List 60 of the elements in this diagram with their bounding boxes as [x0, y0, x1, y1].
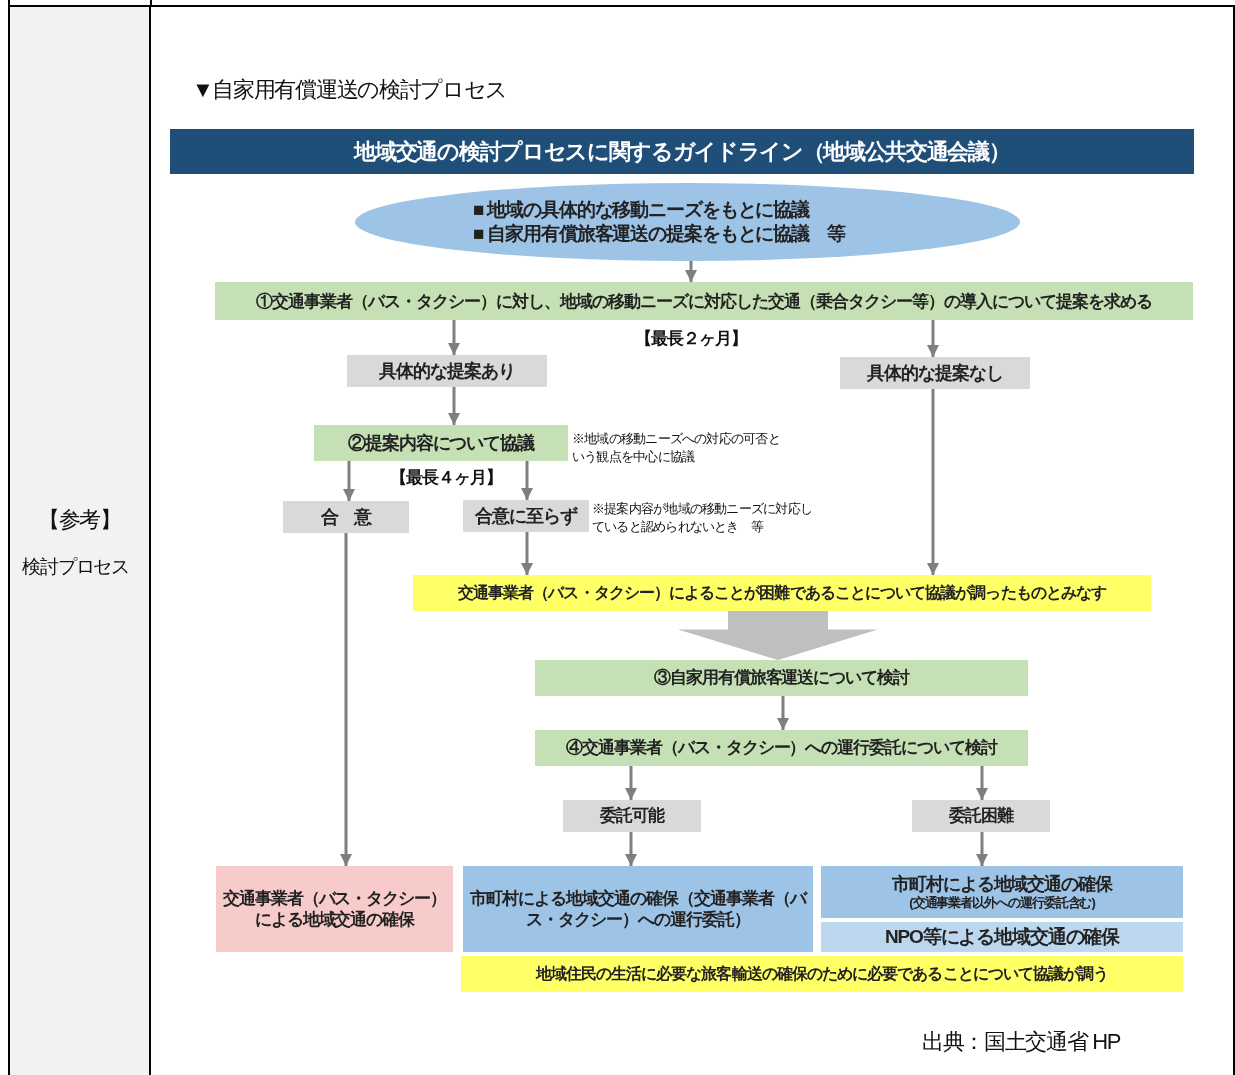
- conclusion-box: [413, 575, 1151, 611]
- node-text: 合 意: [320, 505, 372, 529]
- result-box: [283, 501, 409, 533]
- arrow: [976, 832, 988, 866]
- conclusion-box: [461, 956, 1183, 992]
- arrow: [521, 461, 533, 500]
- arrow: [521, 532, 533, 575]
- arrow: [448, 320, 460, 355]
- outcome-box: [821, 866, 1183, 918]
- node-text: 委託可能: [600, 805, 664, 827]
- arrow: [927, 389, 939, 575]
- node-text: ③自家用有償旅客運送について検討: [653, 667, 910, 689]
- process-box: [535, 660, 1028, 696]
- node-text: 具体的な提案あり: [379, 359, 515, 383]
- node-text: 市町村による地域交通の確保（交通事業者（バス・タクシー）への運行委託）: [469, 887, 807, 931]
- block-arrow: [678, 611, 878, 660]
- result-box: [840, 357, 1030, 389]
- table-cell-text: 検討プロセス: [22, 555, 130, 579]
- result-box: [912, 800, 1050, 832]
- outcome-box: [216, 866, 453, 952]
- node-text: 交通事業者（バス・タクシー）による地域交通の確保: [222, 887, 447, 931]
- node-text: 委託困難: [949, 805, 1013, 827]
- header-band: [170, 129, 1194, 174]
- node-text: ■ 地域の具体的な移動ニーズをもとに協議: [473, 198, 809, 222]
- process-box: [215, 282, 1193, 320]
- node-text: ■ 自家用有償旅客運送の提案をもとに協議 等: [473, 222, 845, 246]
- node-text: 交通事業者（バス・タクシー）によることが困難であることについて協議が調ったものとみなす: [458, 583, 1106, 603]
- duration-text: 【最長２ヶ月】: [635, 328, 747, 350]
- source-caption: 出典：国土交通省 HP: [922, 1028, 1121, 1056]
- arrow: [625, 832, 637, 866]
- result-box: [463, 500, 589, 532]
- arrow: [976, 766, 988, 800]
- arrow: [777, 696, 789, 730]
- node-text: 合意に至らず: [475, 504, 577, 528]
- node-text: 地域住民の生活に必要な旅客輸送の確保のために必要であることについて協議が調う: [535, 964, 1109, 984]
- node-text: ②提案内容について協議: [347, 431, 535, 455]
- result-box: [347, 355, 547, 387]
- table-cell-text: 【参考】: [38, 506, 121, 534]
- arrow: [685, 261, 697, 282]
- node-text: NPO等による地域交通の確保: [884, 925, 1120, 949]
- duration-text: 【最長４ヶ月】: [390, 467, 502, 489]
- node-text: 地域交通の検討プロセスに関するガイドライン（地域公共交通会議）: [354, 137, 1010, 166]
- process-box: [314, 425, 568, 461]
- note-text: ※地域の移動ニーズへの対応の可否という観点を中心に協議: [572, 430, 781, 467]
- outcome-box: [463, 866, 813, 952]
- arrow: [448, 387, 460, 425]
- section-heading: ▼自家用有償運送の検討プロセス: [192, 76, 507, 104]
- outcome-box: [821, 922, 1183, 952]
- arrow: [340, 533, 352, 866]
- node-text: 市町村による地域交通の確保: [892, 872, 1112, 895]
- node-text: 具体的な提案なし: [867, 361, 1003, 385]
- process-box: [535, 730, 1028, 766]
- note-text: ※提案内容が地域の移動ニーズに対応していると認められないとき 等: [592, 500, 813, 537]
- node-text: (交通事業者以外への運行委託含む): [909, 895, 1095, 912]
- node-text: ①交通事業者（バス・タクシー）に対し、地域の移動ニーズに対応した交通（乗合タクシー等）の導入について提案を求める: [255, 290, 1153, 312]
- arrow: [343, 461, 355, 501]
- node-text: ④交通事業者（バス・タクシー）への運行委託について検討: [565, 737, 998, 759]
- arrow: [927, 320, 939, 357]
- arrow: [625, 766, 637, 800]
- result-box: [563, 800, 701, 832]
